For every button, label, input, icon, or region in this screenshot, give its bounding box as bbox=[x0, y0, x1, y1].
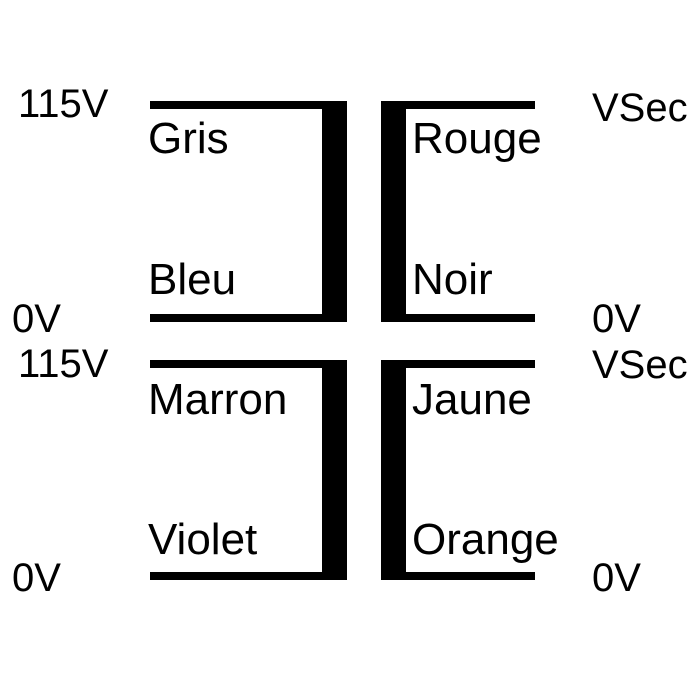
lead-line-jaune bbox=[398, 360, 535, 368]
terminal-label-secondary-lower-top: VSec bbox=[592, 343, 688, 387]
wire-label-bleu: Bleu bbox=[148, 255, 237, 304]
terminal-label-primary-upper-bottom: 0V bbox=[12, 297, 61, 341]
wire-label-orange: Orange bbox=[412, 515, 559, 564]
lead-line-gris bbox=[150, 101, 330, 109]
winding-core-bar-secondary-upper bbox=[381, 101, 406, 322]
wire-label-rouge: Rouge bbox=[412, 114, 542, 163]
wire-label-jaune: Jaune bbox=[412, 375, 532, 424]
lead-line-marron bbox=[150, 360, 330, 368]
lead-line-rouge bbox=[398, 101, 535, 109]
winding-core-bar-primary-upper bbox=[322, 101, 347, 322]
lead-line-violet bbox=[150, 572, 330, 580]
wire-label-noir: Noir bbox=[412, 255, 493, 304]
terminal-label-secondary-upper-top: VSec bbox=[592, 86, 688, 130]
winding-core-bar-primary-lower bbox=[322, 360, 347, 580]
lead-line-noir bbox=[398, 314, 535, 322]
terminal-label-primary-lower-bottom: 0V bbox=[12, 556, 61, 600]
terminal-label-secondary-lower-bottom: 0V bbox=[592, 556, 641, 600]
terminal-label-secondary-upper-bottom: 0V bbox=[592, 297, 641, 341]
wire-label-violet: Violet bbox=[148, 515, 258, 564]
wire-label-marron: Marron bbox=[148, 375, 288, 424]
lead-line-orange bbox=[398, 572, 535, 580]
winding-core-bar-secondary-lower bbox=[381, 360, 406, 580]
lead-line-bleu bbox=[150, 314, 330, 322]
terminal-label-primary-upper-top: 115V bbox=[18, 82, 109, 126]
terminal-label-primary-lower-top: 115V bbox=[18, 342, 109, 386]
wire-label-gris: Gris bbox=[148, 114, 229, 163]
